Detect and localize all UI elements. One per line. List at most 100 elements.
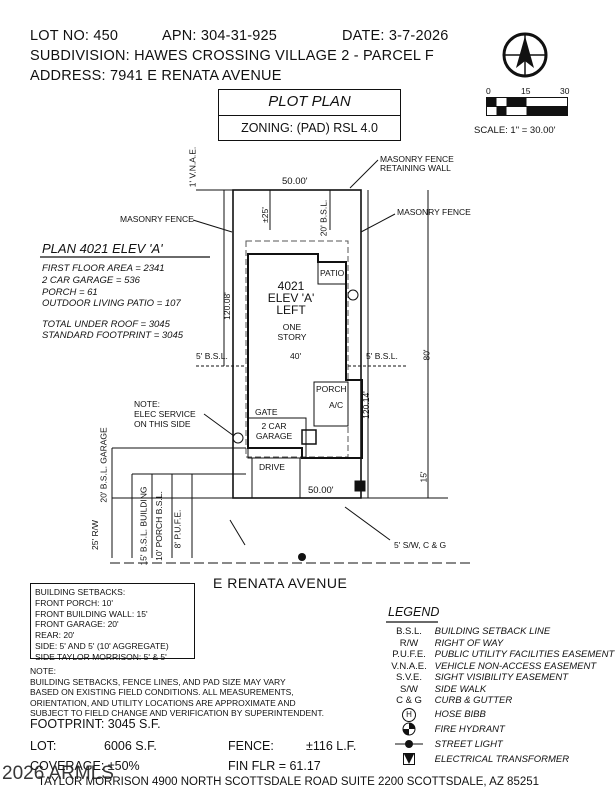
plan-total-1: TOTAL UNDER ROOF = 3045 xyxy=(42,319,170,330)
legend-item: P.U.F.E. PUBLIC UTILITY FACILITIES EASEM… xyxy=(386,649,614,661)
elec-note: NOTE: ELEC SERVICE ON THIS SIDE xyxy=(134,399,196,429)
masonry-fence-left: MASONRY FENCE xyxy=(120,214,194,224)
rear-setback-25: ±25' xyxy=(259,207,270,223)
legend-item: S.V.E. SIGHT VISIBILITY EASEMENT xyxy=(386,672,614,684)
apn: APN: 304-31-925 xyxy=(162,28,278,44)
right-bsl: 5' B.S.L. xyxy=(366,351,398,361)
rear-width: 50.00' xyxy=(282,176,308,187)
plan-line-2: 2 CAR GARAGE = 536 xyxy=(42,275,140,286)
note-line-4: SUBJECT TO FIELD CHANGE AND VERIFICATION… xyxy=(30,708,324,719)
finished-floor: FIN FLR = 61.17 xyxy=(228,759,321,773)
hose-bibb-symbol: H xyxy=(402,707,416,722)
legend-desc: BUILDING SETBACK LINE xyxy=(434,626,551,637)
plan-line-3: PORCH = 61 xyxy=(42,287,98,298)
legend-desc: VEHICLE NON-ACCESS EASEMENT xyxy=(434,660,597,672)
footer: TAYLOR MORRISON 4900 NORTH SCOTTSDALE RO… xyxy=(38,776,540,788)
setback-line-6: SIDE TAYLOR MORRISON: 5' & 5' xyxy=(35,651,167,662)
masonry-fence-retaining-2: RETAINING WALL xyxy=(380,163,451,173)
transformer-legend-icon xyxy=(386,752,432,767)
fence-label: FENCE: xyxy=(228,739,274,753)
garage-label: 2 CAR GARAGE xyxy=(251,421,297,441)
coverage: COVERAGE: ±50% xyxy=(30,759,140,773)
fence-length: ±116 L.F. xyxy=(306,739,357,753)
right-of-way: 25' R/W xyxy=(89,520,100,550)
legend-item: R/W RIGHT OF WAY xyxy=(386,638,614,650)
scale-tick-0: 0 xyxy=(486,86,491,96)
street-name: E RENATA AVENUE xyxy=(213,575,348,591)
hose-bibb-icon xyxy=(232,432,244,444)
fire-hydrant-icon xyxy=(386,722,432,737)
rear-bsl: 20' B.S.L. xyxy=(318,199,329,237)
scale-bar xyxy=(486,97,568,116)
masonry-fence-retaining-1: MASONRY FENCE xyxy=(380,154,454,164)
legend-desc: PUBLIC UTILITY FACILITIES EASEMENT xyxy=(434,649,615,660)
elec-note-3: ON THIS SIDE xyxy=(134,419,191,429)
legend-item: C & G CURB & GUTTER xyxy=(386,695,614,707)
drive-label: DRIVE xyxy=(259,462,285,472)
street-light-icon xyxy=(298,553,306,561)
setbacks-box: BUILDING SETBACKS: FRONT PORCH: 10' FRON… xyxy=(30,583,195,662)
address: ADDRESS: 7941 E RENATA AVENUE xyxy=(30,68,282,84)
story-line-1: ONE xyxy=(282,322,302,332)
legend-desc: CURB & GUTTER xyxy=(434,695,513,706)
footprint: FOOTPRINT: 3045 S.F. xyxy=(30,717,161,731)
plan-line-4: OUTDOOR LIVING PATIO = 107 xyxy=(42,298,181,309)
story-label: ONE STORY xyxy=(266,322,318,342)
legend-symbol: V.N.A.E. xyxy=(391,660,427,672)
legend-symbol: R/W xyxy=(399,637,419,649)
plan-total-2: STANDARD FOOTPRINT = 3045 xyxy=(42,330,184,341)
ac-label: A/C xyxy=(329,400,344,410)
note-label: NOTE: xyxy=(30,666,56,676)
gate-label: GATE xyxy=(255,407,278,417)
plan-title: PLAN 4021 ELEV 'A' xyxy=(42,241,163,256)
setback-line-1: FRONT PORCH: 10' xyxy=(35,597,113,608)
date: DATE: 3-7-2026 xyxy=(342,28,449,44)
note-line-1: BUILDING SETBACKS, FENCE LINES, AND PAD … xyxy=(30,676,286,687)
legend-item: B.S.L. BUILDING SETBACK LINE xyxy=(386,626,614,638)
legend-title: LEGEND xyxy=(388,605,440,619)
title-block: PLOT PLAN ZONING: (PAD) RSL 4.0 xyxy=(218,89,401,141)
house-elevation: ELEV 'A' xyxy=(267,291,315,305)
transformer-icon xyxy=(354,480,366,492)
legend-underline xyxy=(386,621,438,623)
legend-item: FIRE HYDRANT xyxy=(386,722,614,737)
legend-list: B.S.L. BUILDING SETBACK LINE R/W RIGHT O… xyxy=(386,626,614,767)
house-outline xyxy=(247,253,363,459)
house-label: 4021 ELEV 'A' LEFT xyxy=(260,280,322,316)
hose-bibb-legend-icon: H xyxy=(386,707,432,722)
legend-symbol: B.S.L. xyxy=(396,626,422,637)
subdivision: SUBDIVISION: HAWES CROSSING VILLAGE 2 - … xyxy=(30,48,434,64)
scale-label: SCALE: 1" = 30.00' xyxy=(474,125,556,136)
lot-area: 6006 S.F. xyxy=(104,739,157,753)
porch xyxy=(313,381,349,427)
front-width: 50.00' xyxy=(308,485,334,496)
plan-title-underline xyxy=(40,256,210,258)
setback-line-5: SIDE: 5' AND 5' (10' AGGREGATE) xyxy=(35,640,169,651)
legend-desc: STREET LIGHT xyxy=(434,738,503,750)
lot-number: LOT NO: 450 xyxy=(30,28,119,44)
scale-tick-15: 15 xyxy=(521,86,531,96)
legend-item: V.N.A.E. VEHICLE NON-ACCESS EASEMENT xyxy=(386,661,614,673)
legend-item: ELECTRICAL TRANSFORMER xyxy=(386,752,614,767)
setback-line-2: FRONT BUILDING WALL: 15' xyxy=(35,608,148,619)
watermark: 2026 ARMLS xyxy=(2,763,114,784)
legend-item: H HOSE BIBB xyxy=(386,707,614,722)
story-line-2: STORY xyxy=(277,332,307,342)
legend-symbol: C & G xyxy=(396,695,422,706)
house-hand: LEFT xyxy=(276,303,306,317)
vnae: 1' V.N.A.E. xyxy=(187,146,198,188)
street-light-legend-icon xyxy=(386,737,432,752)
note-line-2: BASED ON EXISTING FIELD CONDITIONS. ALL … xyxy=(30,687,294,698)
masonry-fence-right: MASONRY FENCE xyxy=(397,207,471,217)
legend-item: S/W SIDE WALK xyxy=(386,684,614,696)
north-arrow-icon xyxy=(502,32,548,78)
lot-label: LOT: xyxy=(30,739,57,753)
sidewalk-label: 5' S/W, C & G xyxy=(394,540,447,550)
legend-item: STREET LIGHT xyxy=(386,737,614,752)
legend-desc: FIRE HYDRANT xyxy=(434,723,505,735)
hose-bibb-icon xyxy=(347,289,359,301)
legend-desc: RIGHT OF WAY xyxy=(434,637,504,649)
porch-bsl: 10' PORCH B.S.L. xyxy=(153,491,164,561)
elec-note-2: ELEC SERVICE xyxy=(134,409,196,419)
